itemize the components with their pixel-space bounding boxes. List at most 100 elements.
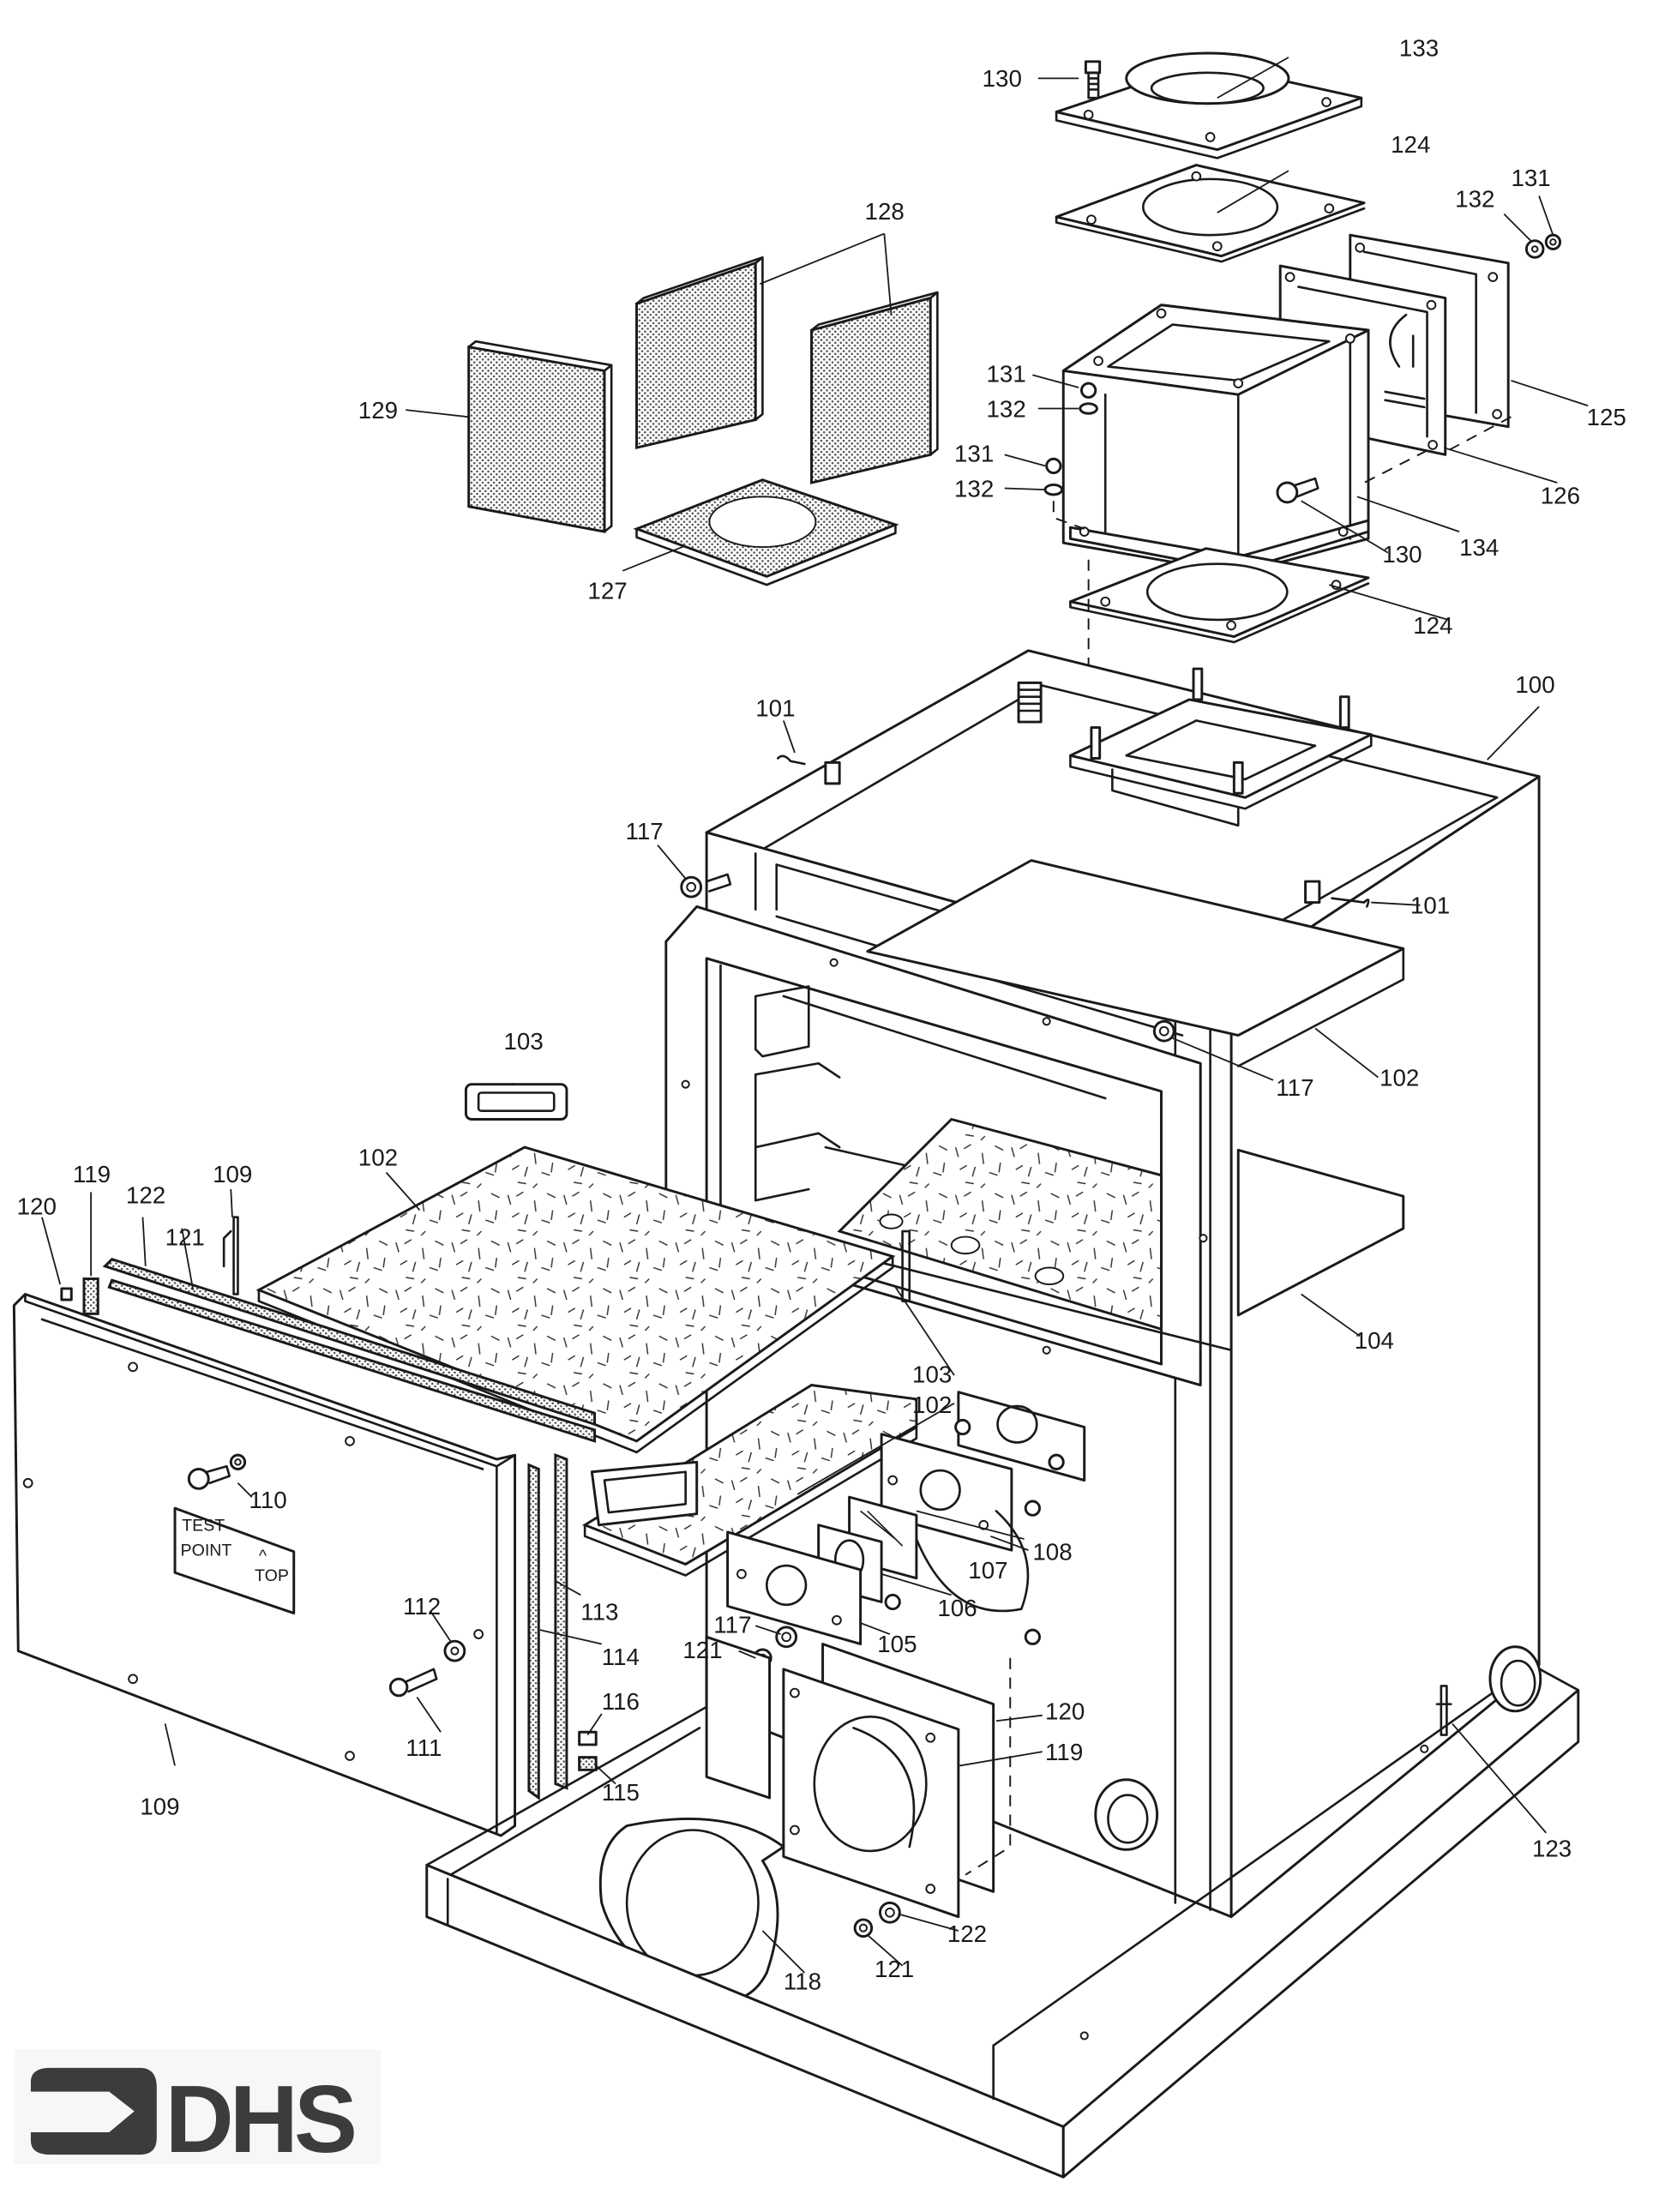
nut-131-right bbox=[1544, 233, 1562, 250]
logo-text: DHS bbox=[165, 2066, 354, 2173]
callout-119: 119 bbox=[73, 1161, 111, 1187]
filter-pad-129 bbox=[467, 340, 613, 533]
callout-121: 121 bbox=[682, 1637, 722, 1663]
gasket-124-top bbox=[1055, 164, 1366, 263]
baffle-104 bbox=[866, 1148, 1405, 1352]
gasket-120-small bbox=[60, 1287, 73, 1301]
gasket-strip-121 bbox=[107, 1278, 597, 1443]
callout-109: 109 bbox=[140, 1794, 179, 1820]
gasket-strip-113 bbox=[554, 1453, 568, 1790]
base-tray bbox=[425, 1663, 1580, 2179]
bolt-111 bbox=[388, 1668, 438, 1698]
clip-109-mid bbox=[901, 1229, 911, 1302]
callout-125: 125 bbox=[1587, 404, 1626, 430]
callout-100: 100 bbox=[1515, 671, 1554, 698]
gasket-strip-114 bbox=[527, 1463, 540, 1800]
callout-123: 123 bbox=[1532, 1836, 1572, 1862]
callout-102: 102 bbox=[358, 1144, 398, 1170]
callout-134: 134 bbox=[1459, 534, 1499, 561]
leader-lines bbox=[41, 57, 1589, 1974]
nuts-washers-131-132-left bbox=[1043, 382, 1098, 496]
plate-text-top: TOP bbox=[255, 1566, 289, 1585]
gasket-124-bottom bbox=[1068, 547, 1370, 644]
callout-130: 130 bbox=[1382, 541, 1422, 568]
dhs-logo: DHS bbox=[14, 2049, 381, 2173]
callout-116: 116 bbox=[602, 1688, 640, 1715]
callout-106: 106 bbox=[937, 1595, 977, 1621]
callout-102: 102 bbox=[1379, 1064, 1419, 1091]
callout-128: 128 bbox=[865, 198, 905, 225]
callout-109: 109 bbox=[213, 1161, 252, 1187]
callout-117: 117 bbox=[1276, 1074, 1313, 1101]
callout-121: 121 bbox=[875, 1956, 914, 1982]
callout-111: 111 bbox=[406, 1734, 442, 1761]
callout-113: 113 bbox=[580, 1599, 618, 1626]
washer-122-lower bbox=[879, 1901, 901, 1924]
baffle-102-left bbox=[255, 1145, 896, 1454]
inner-floor bbox=[837, 1117, 1163, 1331]
filter-pad-128-left bbox=[635, 255, 764, 450]
bolt-130-side bbox=[1276, 477, 1319, 504]
baffle-102-lower bbox=[581, 1384, 918, 1577]
flue-collar-133 bbox=[1055, 51, 1363, 159]
callout-105: 105 bbox=[877, 1631, 917, 1657]
callout-110: 110 bbox=[249, 1487, 287, 1513]
washer-117-burner bbox=[775, 1626, 798, 1649]
burner-tube bbox=[705, 1635, 772, 1800]
callout-121: 121 bbox=[165, 1223, 205, 1250]
callout-119: 119 bbox=[1045, 1739, 1083, 1765]
arrow-bracket-icon bbox=[30, 2067, 157, 2155]
plate-text-test: TEST bbox=[182, 1516, 225, 1535]
callout-102: 102 bbox=[912, 1392, 952, 1418]
washer-132-right bbox=[1524, 239, 1545, 259]
callout-127: 127 bbox=[587, 577, 627, 604]
callout-124: 124 bbox=[1391, 131, 1430, 158]
callout-131: 131 bbox=[1511, 165, 1550, 191]
callout-132: 132 bbox=[954, 475, 994, 502]
bolt-110 bbox=[187, 1453, 247, 1490]
pin-101-left bbox=[777, 754, 841, 785]
top-flue-collar bbox=[1017, 667, 1373, 827]
callout-117: 117 bbox=[625, 818, 663, 845]
filter-gasket-127 bbox=[633, 478, 899, 586]
callout-122: 122 bbox=[947, 1920, 987, 1947]
callout-132: 132 bbox=[1455, 186, 1494, 213]
callout-131: 131 bbox=[954, 441, 994, 467]
callout-104: 104 bbox=[1355, 1327, 1394, 1354]
callout-112: 112 bbox=[403, 1593, 441, 1620]
callout-115: 115 bbox=[602, 1779, 640, 1806]
callout-114: 114 bbox=[602, 1644, 640, 1670]
handle-103-top bbox=[464, 1083, 568, 1121]
callout-108: 108 bbox=[1032, 1539, 1072, 1566]
sight-glass-holder-103 bbox=[954, 1391, 1086, 1482]
callout-101: 101 bbox=[1410, 893, 1450, 919]
pipe-fitting-rear bbox=[1488, 1645, 1542, 1713]
gasket-strip-122 bbox=[102, 1258, 597, 1427]
plate-text-point: POINT bbox=[181, 1542, 232, 1560]
callout-120: 120 bbox=[17, 1193, 57, 1219]
washer-112 bbox=[443, 1639, 466, 1662]
pin-101-right bbox=[1304, 880, 1370, 908]
callout-131: 131 bbox=[987, 361, 1026, 388]
callout-130: 130 bbox=[983, 65, 1022, 92]
callout-103: 103 bbox=[912, 1361, 952, 1387]
handle-103-lower bbox=[590, 1460, 699, 1527]
bolt-130-top bbox=[1084, 60, 1102, 99]
gasket-119-small bbox=[82, 1277, 99, 1315]
gasket-116 bbox=[578, 1730, 598, 1746]
callout-129: 129 bbox=[358, 397, 398, 424]
callout-120: 120 bbox=[1045, 1698, 1085, 1725]
pipe-fitting-side bbox=[1094, 1778, 1159, 1851]
clip-109-top bbox=[222, 1216, 239, 1295]
callout-132: 132 bbox=[987, 395, 1026, 422]
callout-126: 126 bbox=[1541, 482, 1580, 508]
callout-133: 133 bbox=[1399, 34, 1439, 61]
callout-107: 107 bbox=[968, 1557, 1007, 1584]
callout-labels: 130 133 124 131 132 125 126 134 130 124 … bbox=[17, 34, 1626, 1994]
callout-101: 101 bbox=[755, 695, 795, 722]
callout-122: 122 bbox=[126, 1181, 165, 1208]
callout-124: 124 bbox=[1413, 612, 1452, 639]
plate-text-arrow: ^ bbox=[259, 1547, 267, 1566]
nut-121-lower bbox=[853, 1918, 874, 1938]
